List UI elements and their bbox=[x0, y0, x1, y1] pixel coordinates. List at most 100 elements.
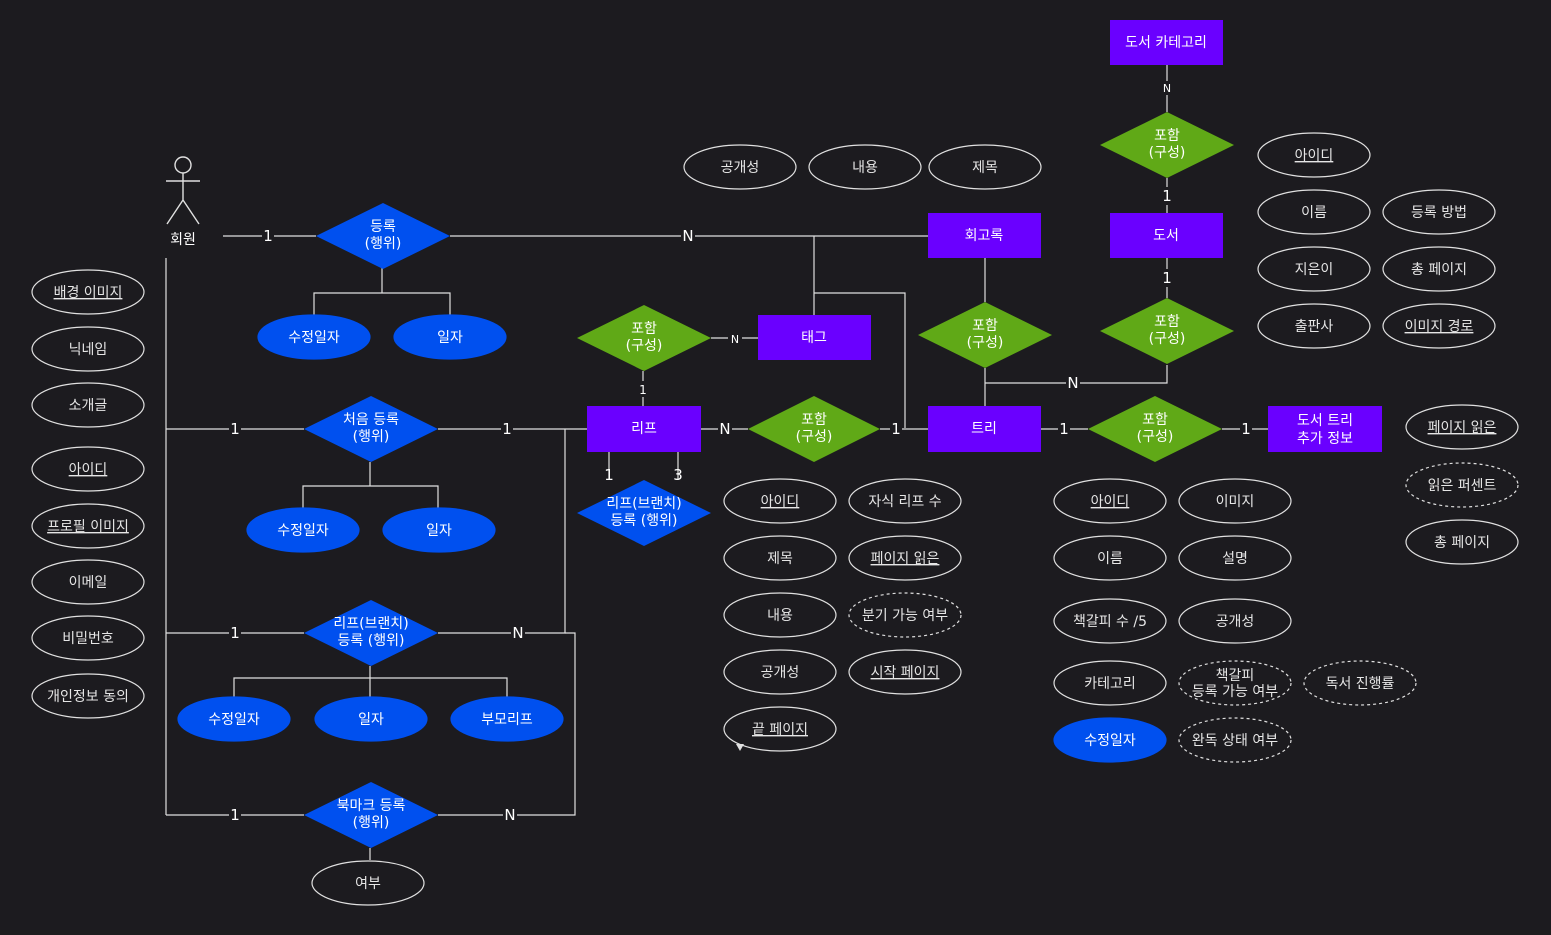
rel-contain-retro-tree[interactable]: 포함 (구성) bbox=[918, 302, 1052, 368]
rel-leafbranch-l2: 등록 (행위) bbox=[611, 513, 678, 529]
attribute-relationship_attributes-modified[interactable]: 수정일자 bbox=[246, 507, 360, 553]
entity-book-label: 도서 bbox=[1153, 228, 1179, 244]
attribute-label: 출판사 bbox=[1295, 319, 1334, 335]
entity-book-tree-extra[interactable]: 도서 트리 추가 정보 bbox=[1268, 406, 1382, 452]
card-contain-leaf: 1 bbox=[639, 383, 647, 397]
attribute-member_attributes-4[interactable]: 프로필 이미지 bbox=[31, 503, 145, 549]
rel-register-l1: 등록 bbox=[370, 219, 396, 235]
attribute-member_attributes-0[interactable]: 배경 이미지 bbox=[31, 269, 145, 315]
entity-retro[interactable]: 회고록 bbox=[928, 213, 1041, 258]
card-contain-extra: 1 bbox=[1241, 420, 1251, 438]
attribute-label: 내용 bbox=[767, 608, 793, 624]
attribute-member_attributes-3[interactable]: 아이디 bbox=[31, 446, 145, 492]
entity-book-category-label: 도서 카테고리 bbox=[1125, 35, 1207, 51]
attribute-relationship_attributes-date[interactable]: 일자 bbox=[314, 696, 428, 742]
rel-contain-2-l1: 포함 bbox=[1154, 314, 1180, 330]
rel-contain-3-l2: (구성) bbox=[967, 335, 1004, 351]
attribute-book_attributes-2[interactable]: 등록 방법 bbox=[1382, 189, 1496, 235]
attribute-label: 내용 bbox=[852, 160, 878, 176]
attribute-label: 아이디 bbox=[761, 494, 800, 510]
attribute-leaf_attributes-6[interactable]: 공개성 bbox=[723, 649, 837, 695]
rel-contain-leaf-tag[interactable]: 포함 (구성) bbox=[577, 305, 711, 371]
attribute-retro_attributes-0[interactable]: 공개성 bbox=[683, 144, 797, 190]
attribute-book_attributes-3[interactable]: 지은이 bbox=[1257, 246, 1371, 292]
attribute-tree_attributes-6[interactable]: 카테고리 bbox=[1053, 660, 1167, 706]
attribute-book_attributes-1[interactable]: 이름 bbox=[1257, 189, 1371, 235]
card-contain-tag: N bbox=[731, 333, 739, 346]
attribute-leaf_attributes-3[interactable]: 페이지 읽은 bbox=[848, 535, 962, 581]
rel-bookmark-l2: (행위) bbox=[353, 815, 390, 831]
card-member-register: 1 bbox=[263, 227, 273, 245]
attribute-label: 독서 진행률 bbox=[1326, 676, 1395, 692]
attribute-tree_attributes-3[interactable]: 설명 bbox=[1178, 535, 1292, 581]
attribute-leaf_attributes-7[interactable]: 시작 페이지 bbox=[848, 649, 962, 695]
member-actor[interactable] bbox=[166, 156, 200, 225]
attribute-relationship_attributes-modified[interactable]: 수정일자 bbox=[257, 314, 371, 360]
attribute-tree_attributes-0[interactable]: 아이디 bbox=[1053, 478, 1167, 524]
attribute-tree_attributes-1[interactable]: 이미지 bbox=[1178, 478, 1292, 524]
attribute-relationship_attributes-whether[interactable]: 여부 bbox=[311, 860, 425, 906]
rel-contain-book-tree[interactable]: 포함 (구성) bbox=[1100, 298, 1234, 364]
entity-book[interactable]: 도서 bbox=[1110, 213, 1223, 258]
entity-tag[interactable]: 태그 bbox=[758, 315, 871, 360]
attribute-label: 제목 bbox=[767, 551, 793, 567]
attribute-extra_attributes-1[interactable]: 읽은 퍼센트 bbox=[1405, 462, 1519, 508]
attribute-leaf_attributes-8[interactable]: 끝 페이지 bbox=[723, 706, 837, 752]
attribute-tree_attributes-2[interactable]: 이름 bbox=[1053, 535, 1167, 581]
card-contain-tree: 1 bbox=[891, 420, 901, 438]
rel-contain-3-l1: 포함 bbox=[972, 318, 998, 334]
entity-leaf-label: 리프 bbox=[631, 421, 657, 437]
rel-contain-5-l1: 포함 bbox=[801, 412, 827, 428]
attribute-label: 수정일자 bbox=[277, 523, 329, 539]
attribute-member_attributes-6[interactable]: 비밀번호 bbox=[31, 615, 145, 661]
entities: 도서 카테고리 도서 회고록 태그 리프 트리 도서 트리 추가 정보 bbox=[587, 20, 1382, 452]
attribute-tree_attributes-9[interactable]: 독서 진행률 bbox=[1303, 660, 1417, 706]
attribute-member_attributes-5[interactable]: 이메일 bbox=[31, 559, 145, 605]
attribute-book_attributes-5[interactable]: 출판사 bbox=[1257, 303, 1371, 349]
attribute-relationship_attributes-parent_leaf[interactable]: 부모리프 bbox=[450, 696, 564, 742]
attribute-label: 일자 bbox=[437, 330, 463, 346]
entity-book-category[interactable]: 도서 카테고리 bbox=[1110, 20, 1223, 65]
attribute-label: 이름 bbox=[1097, 551, 1123, 567]
attribute-relationship_attributes-date[interactable]: 일자 bbox=[393, 314, 507, 360]
rel-bookmark-register[interactable]: 북마크 등록 (행위) bbox=[304, 782, 438, 848]
rel-contain-tree-extra[interactable]: 포함 (구성) bbox=[1088, 396, 1222, 462]
entity-extra-label-line2: 추가 정보 bbox=[1297, 431, 1353, 447]
card-member-bookmark: 1 bbox=[230, 806, 240, 824]
entity-leaf[interactable]: 리프 bbox=[587, 406, 701, 452]
attribute-label: 완독 상태 여부 bbox=[1192, 733, 1278, 749]
attribute-leaf_attributes-2[interactable]: 제목 bbox=[723, 535, 837, 581]
attribute-tree_attributes-4[interactable]: 책갈피 수 /5 bbox=[1053, 598, 1167, 644]
attribute-leaf_attributes-5[interactable]: 분기 가능 여부 bbox=[848, 592, 962, 638]
attribute-label: 배경 이미지 bbox=[54, 285, 123, 301]
attribute-tree_attributes-11[interactable]: 완독 상태 여부 bbox=[1178, 717, 1292, 763]
attribute-member_attributes-7[interactable]: 개인정보 동의 bbox=[31, 673, 145, 719]
attribute-book_attributes-6[interactable]: 이미지 경로 bbox=[1382, 303, 1496, 349]
attribute-retro_attributes-1[interactable]: 내용 bbox=[808, 144, 922, 190]
entity-tree[interactable]: 트리 bbox=[928, 406, 1041, 452]
attribute-tree_attributes-10[interactable]: 수정일자 bbox=[1053, 717, 1167, 763]
attribute-member_attributes-1[interactable]: 닉네임 bbox=[31, 326, 145, 372]
rel-branch-register[interactable]: 리프(브랜치) 등록 (행위) bbox=[304, 600, 438, 666]
attribute-relationship_attributes-date[interactable]: 일자 bbox=[382, 507, 496, 553]
attribute-extra_attributes-0[interactable]: 페이지 읽은 bbox=[1405, 404, 1519, 450]
attribute-leaf_attributes-4[interactable]: 내용 bbox=[723, 592, 837, 638]
attribute-tree_attributes-5[interactable]: 공개성 bbox=[1178, 598, 1292, 644]
attribute-leaf_attributes-1[interactable]: 자식 리프 수 bbox=[848, 478, 962, 524]
attribute-label: 공개성 bbox=[1216, 614, 1255, 630]
attribute-leaf_attributes-0[interactable]: 아이디 bbox=[723, 478, 837, 524]
attribute-book_attributes-4[interactable]: 총 페이지 bbox=[1382, 246, 1496, 292]
rel-first-register[interactable]: 처음 등록 (행위) bbox=[304, 396, 438, 462]
rel-register[interactable]: 등록 (행위) bbox=[316, 203, 450, 269]
attribute-extra_attributes-2[interactable]: 총 페이지 bbox=[1405, 519, 1519, 565]
rel-leaf-branch-register[interactable]: 리프(브랜치) 등록 (행위) bbox=[577, 480, 711, 546]
attribute-relationship_attributes-modified[interactable]: 수정일자 bbox=[177, 696, 291, 742]
rel-contain-leaf-tree[interactable]: 포함 (구성) bbox=[748, 396, 880, 462]
rel-contain-category-book[interactable]: 포함 (구성) bbox=[1100, 112, 1234, 178]
attribute-member_attributes-2[interactable]: 소개글 bbox=[31, 382, 145, 428]
attribute-book_attributes-0[interactable]: 아이디 bbox=[1257, 132, 1371, 178]
attribute-retro_attributes-2[interactable]: 제목 bbox=[928, 144, 1042, 190]
